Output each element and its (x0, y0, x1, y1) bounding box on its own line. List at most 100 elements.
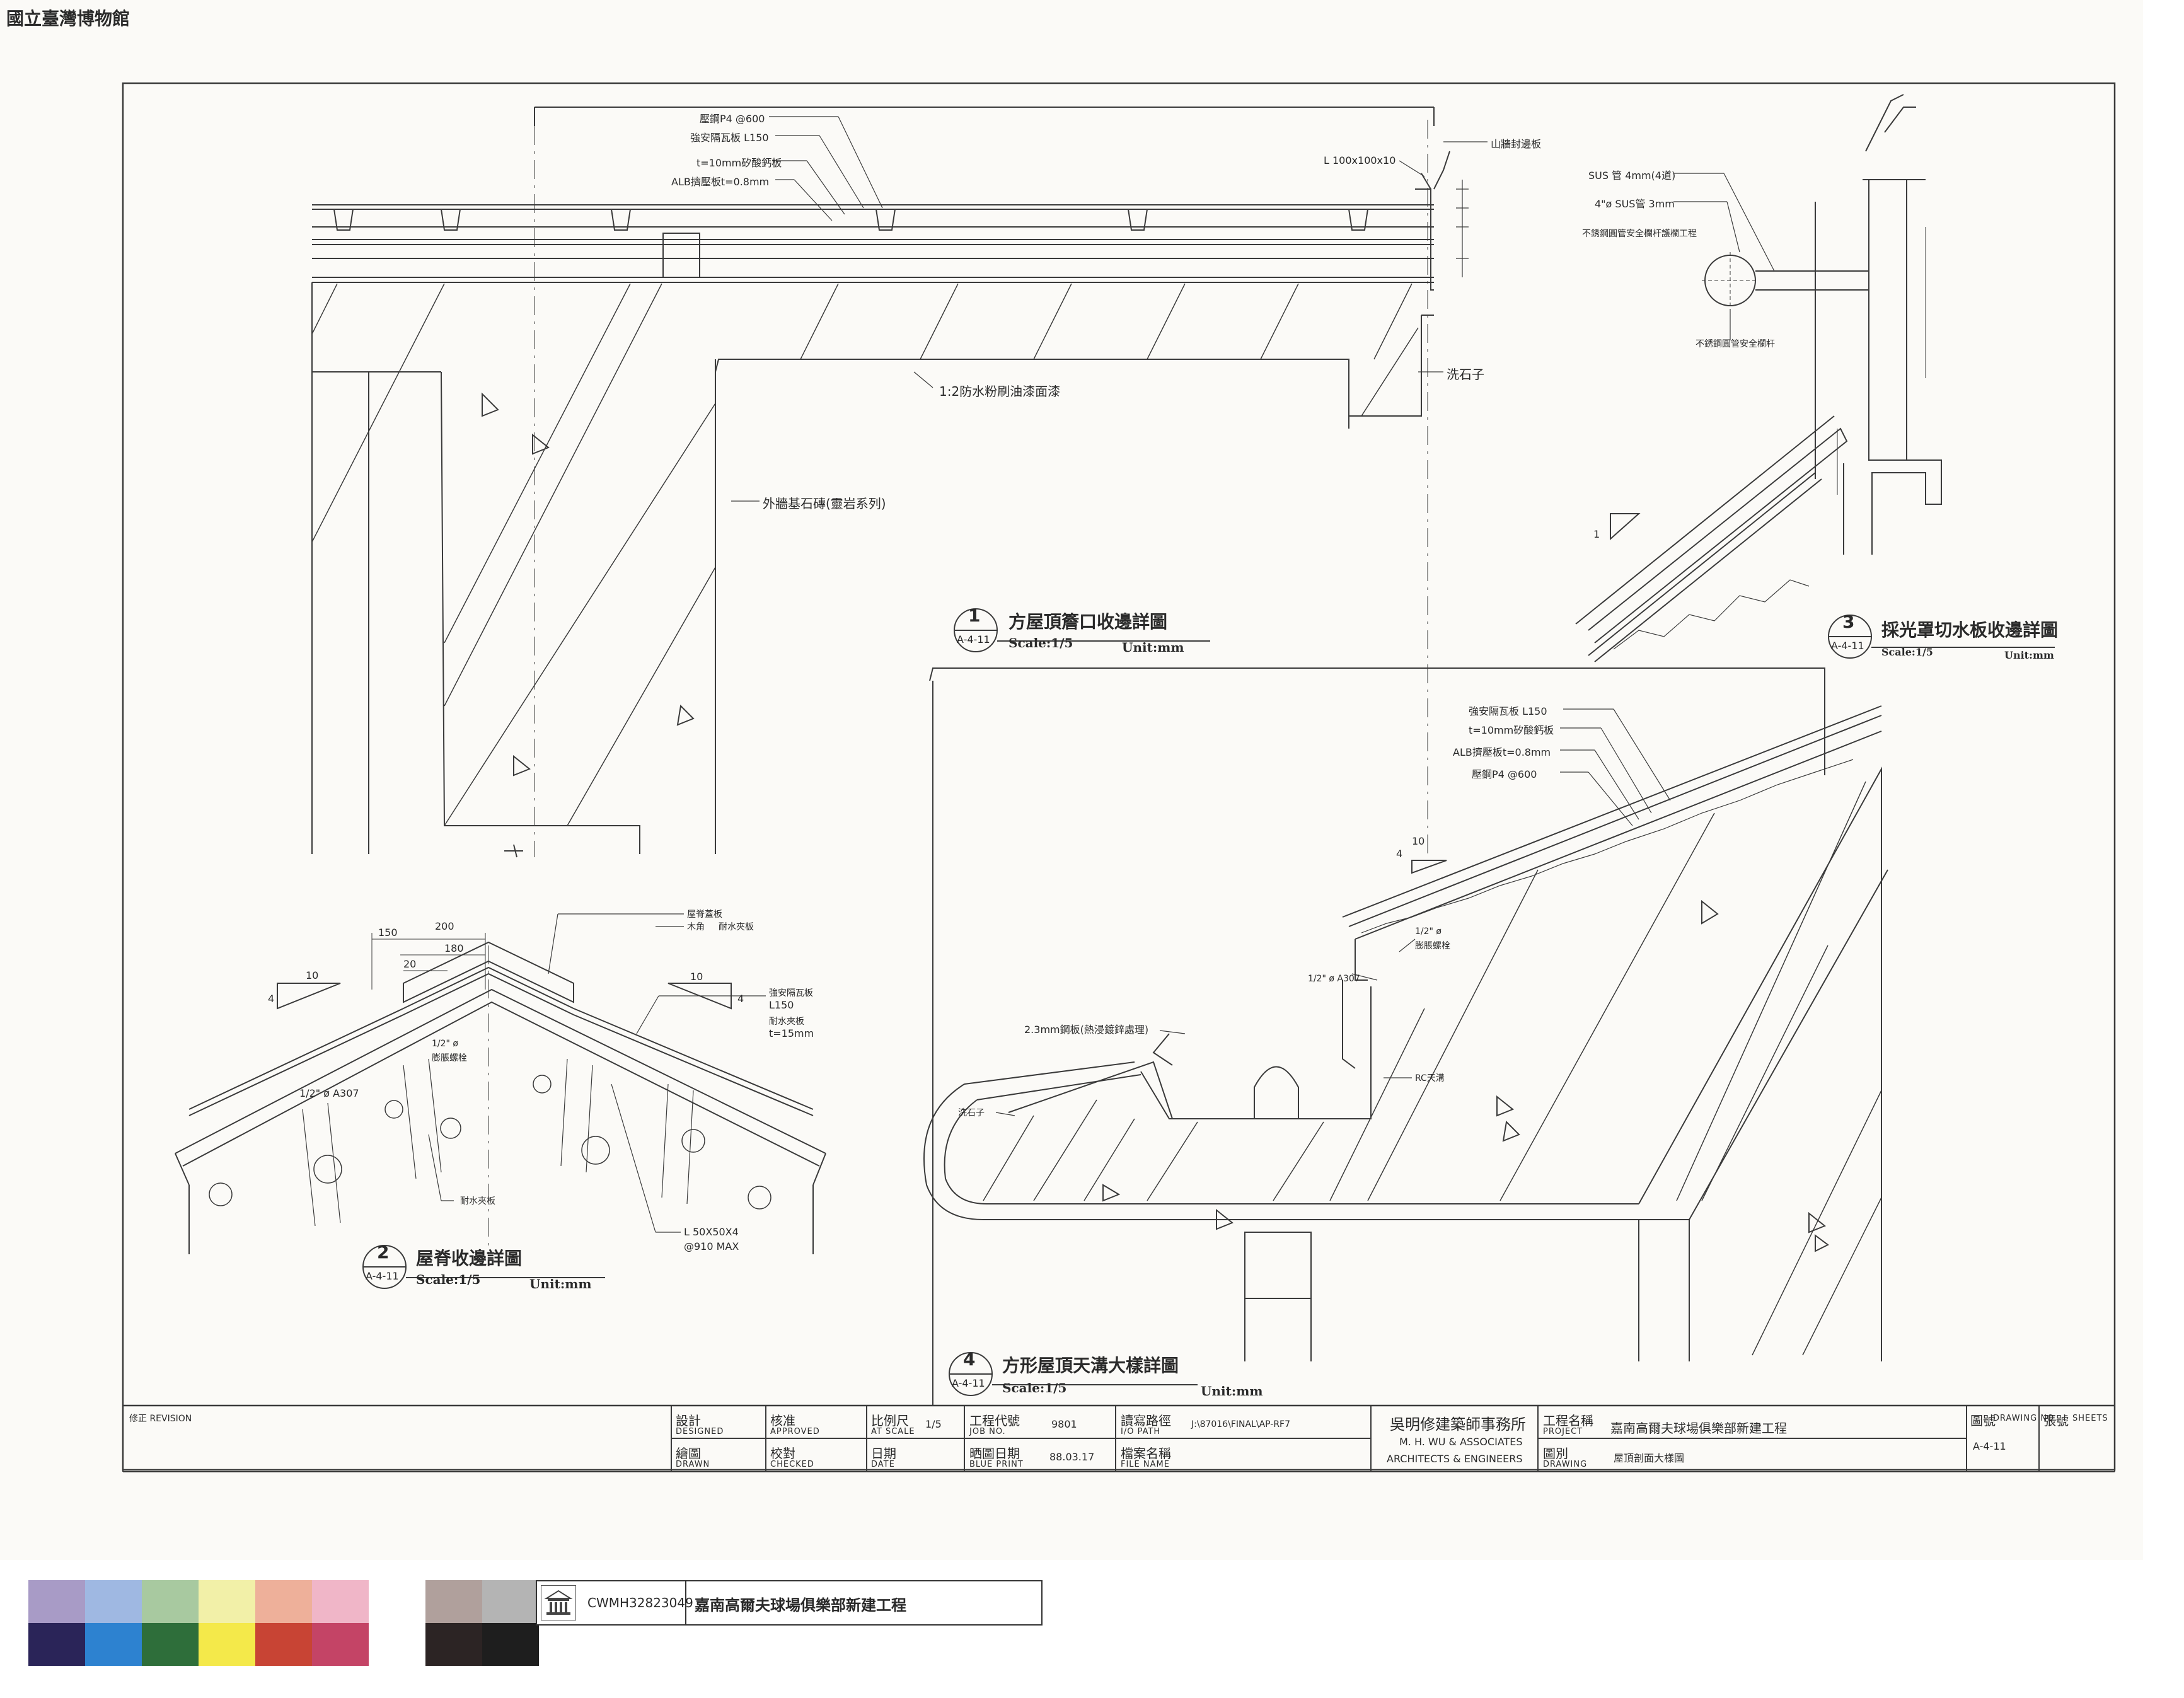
tb-blueprint-en: BLUE PRINT (969, 1460, 1024, 1469)
d3-scale: Scale:1/5 (1881, 646, 1933, 658)
d2-dim-150: 150 (378, 927, 398, 939)
color-swatch (85, 1623, 142, 1666)
d4-note-a307: 1/2" ø A307 (1308, 974, 1360, 984)
color-swatch (85, 1580, 142, 1623)
d1-scale: Scale:1/5 (1008, 635, 1073, 650)
tb-sheets: 張號 (2043, 1413, 2069, 1428)
d2-note-angle: L 50X50X4 (684, 1226, 739, 1238)
d2-slope-rise: 4 (268, 993, 275, 1005)
d3-title: 採光罩切水板收邊詳圖 (1881, 620, 2059, 640)
tb-designed: 設計 (676, 1413, 701, 1428)
tb-job-no-en: JOB NO. (969, 1427, 1006, 1436)
color-swatch (28, 1580, 85, 1623)
tb-project-val: 嘉南高爾夫球場俱樂部新建工程 (1610, 1421, 1787, 1436)
d2-dim-180: 180 (444, 942, 464, 954)
tb-path-en: I/O PATH (1121, 1427, 1161, 1436)
color-swatch (312, 1580, 369, 1623)
d1-sheet-ref: A-4-11 (957, 633, 990, 645)
tb-drawing-en: DRAWING (1543, 1460, 1588, 1469)
d4-note-purlin: 壓鋼P4 @600 (1472, 768, 1537, 780)
archive-id: CWMH32823049 (587, 1595, 693, 1610)
tb-project: 工程名稱 (1543, 1413, 1593, 1428)
tb-checked-en: CHECKED (770, 1460, 814, 1469)
d1-note-flashing: 山牆封邊板 (1491, 138, 1542, 150)
tb-sheets-en: SHEETS (2072, 1414, 2108, 1423)
d4-note-bolt: 1/2" ø (1415, 927, 1442, 937)
tb-firm-en2: ARCHITECTS & ENGINEERS (1387, 1453, 1523, 1465)
color-swatch (369, 1580, 425, 1623)
d3-note-rail2: 不銹鋼圓管安全欄杆 (1696, 339, 1775, 349)
d1-note-wall: 外牆基石磚(靈岩系列) (763, 496, 886, 511)
color-swatch (199, 1623, 255, 1666)
color-swatch (425, 1580, 482, 1623)
color-swatch (369, 1623, 425, 1666)
title-block-lines (122, 1406, 2115, 1472)
tb-firm-cn: 吳明修建築師事務所 (1390, 1416, 1526, 1433)
d4-title: 方形屋頂天溝大樣詳圖 (1002, 1355, 1179, 1376)
tb-drawing-no: 圖號 (1970, 1413, 1996, 1428)
tb-scale: 比例尺 (871, 1413, 909, 1428)
color-swatch (255, 1580, 312, 1623)
tb-approved-en: APPROVED (770, 1427, 820, 1436)
museum-logo-icon (541, 1585, 576, 1620)
d2-unit: Unit:mm (529, 1276, 592, 1291)
tb-drawn: 繪圖 (676, 1446, 701, 1461)
d1-note-angle: L 100x100x10 (1324, 154, 1396, 166)
tb-checked: 校對 (770, 1446, 795, 1461)
d2-sheet-ref: A-4-11 (366, 1270, 399, 1282)
d4-slope-run: 10 (1412, 835, 1425, 847)
detail-4-gutter-section (923, 667, 1888, 1406)
d2-note-ridge-cover: 屋脊蓋板 (687, 910, 722, 920)
archive-label: CWMH32823049 嘉南高爾夫球場俱樂部新建工程 (536, 1580, 1043, 1626)
d4-note-tile: 強安隔瓦板 L150 (1469, 705, 1547, 717)
tb-drawing-no-val: A-4-11 (1973, 1440, 2006, 1452)
tb-project-en: PROJECT (1543, 1427, 1583, 1436)
d2-note-seal: 耐水夾板 (719, 922, 754, 932)
tb-drawing-no-en: DRAWING NO. (1993, 1414, 2057, 1423)
tb-scale-val: 1/5 (925, 1418, 942, 1430)
d1-title: 方屋頂簷口收邊詳圖 (1008, 611, 1168, 632)
tb-blueprint-val: 88.03.17 (1049, 1451, 1095, 1463)
d2-note-wood: 木角 (687, 922, 705, 932)
d1-note-paint: 1:2防水粉刷油漆面漆 (939, 384, 1061, 399)
tb-path: 讀寫路徑 (1121, 1413, 1171, 1428)
d4-sheet-ref: A-4-11 (952, 1377, 985, 1389)
d4-slope-rise: 4 (1396, 848, 1403, 860)
drawing-sheet (0, 0, 2143, 1560)
d2-note-seal3: 耐水夾板 (460, 1196, 495, 1206)
tb-scale-en: AT SCALE (871, 1427, 915, 1436)
tb-job-no: 工程代號 (969, 1413, 1020, 1428)
d1-note-stone: 洗石子 (1447, 367, 1484, 382)
d2-note-seal2: 耐水夾板 (769, 1017, 804, 1027)
d2-note-t15: t=15mm (769, 1027, 814, 1039)
tb-drawing-val: 屋頂剖面大樣圖 (1614, 1452, 1685, 1464)
d1-note-alb: ALB擠壓板t=0.8mm (671, 176, 770, 188)
d2-dim-200: 200 (435, 920, 454, 932)
d3-number: 3 (1842, 611, 1855, 632)
tb-file: 檔案名稱 (1121, 1446, 1171, 1461)
tb-file-en: FILE NAME (1121, 1460, 1170, 1469)
d3-note-sus2: 4"ø SUS管 3mm (1595, 198, 1675, 210)
tb-revision: 修正 REVISION (129, 1414, 192, 1424)
tb-drawing: 圖別 (1543, 1446, 1568, 1461)
color-swatch (199, 1580, 255, 1623)
d4-unit: Unit:mm (1201, 1383, 1263, 1399)
d4-note-bolt2: 膨脹螺栓 (1415, 941, 1450, 951)
d4-note-stone: 洗石子 (958, 1108, 985, 1118)
d1-unit: Unit:mm (1122, 640, 1184, 655)
tb-approved: 核准 (770, 1413, 795, 1428)
d2-note-bolt2: 膨脹螺栓 (432, 1053, 467, 1063)
d2-note-tile: 強安隔瓦板 (769, 988, 813, 998)
color-swatch (255, 1623, 312, 1666)
tb-job-val: 9801 (1051, 1418, 1077, 1430)
d2-note-bolt: 1/2" ø (432, 1039, 458, 1049)
d2-scale: Scale:1/5 (416, 1272, 481, 1287)
d2-note-spacing: @910 MAX (684, 1240, 739, 1252)
color-swatch (28, 1623, 85, 1666)
color-swatch (142, 1580, 199, 1623)
tb-date: 日期 (871, 1446, 896, 1461)
d4-note-board: t=10mm矽酸鈣板 (1469, 724, 1554, 736)
detail-1-eave-section (311, 107, 1488, 858)
d3-slope-rise: 1 (1593, 528, 1600, 540)
